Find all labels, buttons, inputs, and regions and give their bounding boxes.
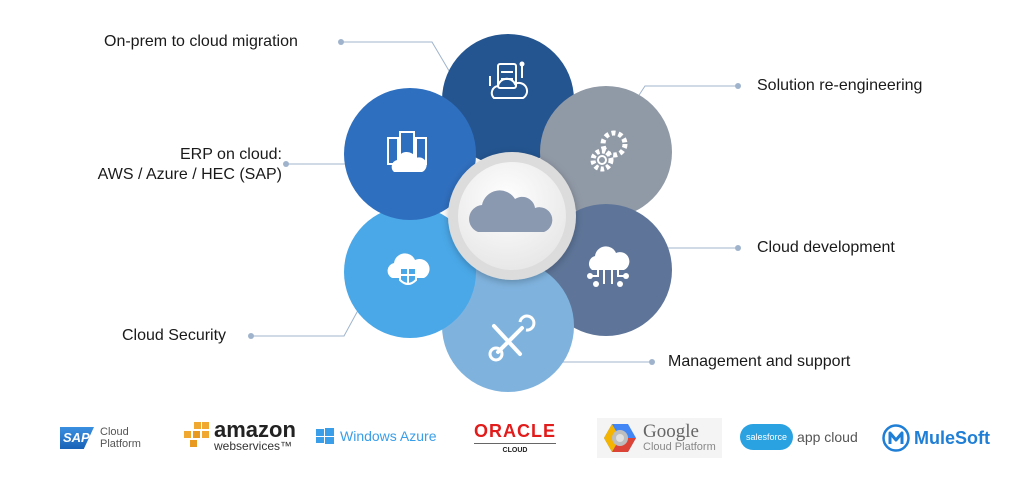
salesforce-cloud-mark: salesforce	[740, 424, 794, 450]
petal-lower-right	[540, 204, 672, 336]
label-cloud-development: Cloud development	[757, 239, 895, 256]
services-flower-diagram	[248, 34, 741, 392]
azure-text: Windows Azure	[340, 428, 437, 444]
google-word: Google	[643, 421, 699, 442]
cloud-shield-icon	[387, 253, 430, 285]
label-cloud-security: Cloud Security	[122, 327, 227, 344]
connector-dot-bottom	[649, 359, 655, 365]
logo-google-cloud-platform: Google Cloud Platform	[597, 418, 722, 458]
connector-dot-lower-left	[248, 333, 254, 339]
connector-dot-upper-left	[283, 161, 289, 167]
label-solution-reengineering: Solution re-engineering	[757, 77, 923, 94]
aws-word: amazon	[214, 417, 296, 442]
datacenter-cloud-icon	[387, 131, 427, 172]
aws-cubes-icon	[184, 422, 209, 447]
oracle-word: ORACLE	[474, 421, 556, 441]
connector-top	[341, 41, 459, 87]
logo-oracle-cloud: ORACLE CLOUD	[474, 422, 556, 454]
mulesoft-text: MuleSoft	[914, 427, 990, 448]
petal-top	[442, 34, 574, 166]
logo-sap-cloud-platform: SAP Cloud Platform	[60, 426, 141, 450]
logo-windows-azure: Windows Azure	[316, 428, 436, 444]
server-cloud-migration-icon	[489, 61, 529, 99]
label-erp-on-cloud: ERP on cloud: AWS / Azure / HEC (SAP)	[74, 145, 282, 185]
salesforce-text: app cloud	[797, 429, 858, 445]
petal-lower-left	[344, 206, 476, 338]
label-erp-line1: ERP on cloud:	[180, 146, 282, 163]
sap-line2: Platform	[100, 438, 141, 450]
logo-salesforce-app-cloud: salesforce app cloud	[740, 424, 858, 450]
windows-flag-icon	[316, 428, 334, 444]
label-management-support: Management and support	[668, 353, 851, 370]
petal-circle-bottom	[442, 260, 574, 392]
google-cloud-hexagon-icon	[604, 424, 636, 452]
petal-circle-upper-right	[540, 86, 672, 218]
cloud-circuit-icon	[587, 246, 630, 287]
google-sub: Cloud Platform	[643, 441, 716, 453]
logo-amazon-web-services: amazon webservices™	[182, 417, 296, 453]
wrench-screwdriver-icon	[488, 314, 536, 362]
center-hub	[448, 152, 576, 280]
connector-dot-upper-right	[735, 83, 741, 89]
partner-logos: SAP Cloud Platform amazon webservices™ W…	[0, 418, 1024, 478]
petal-bottom	[442, 260, 574, 392]
aws-sub: webservices™	[214, 439, 293, 453]
petal-circle-top	[442, 34, 574, 166]
connector-dot-top	[338, 39, 344, 45]
petal-upper-left	[344, 88, 476, 220]
logo-mulesoft: MuleSoft	[882, 424, 990, 452]
label-on-prem-migration: On-prem to cloud migration	[104, 33, 298, 50]
sap-line1: Cloud	[100, 426, 129, 438]
label-erp-line2: AWS / Azure / HEC (SAP)	[97, 166, 282, 183]
connector-dot-lower-right	[735, 245, 741, 251]
oracle-sub: CLOUD	[474, 443, 556, 454]
mulesoft-m-icon	[882, 424, 910, 452]
gears-icon	[590, 130, 628, 172]
petals	[344, 34, 672, 392]
petal-upper-right	[540, 86, 672, 218]
sap-mark: SAP	[60, 427, 94, 449]
cloud-icon	[469, 190, 553, 232]
